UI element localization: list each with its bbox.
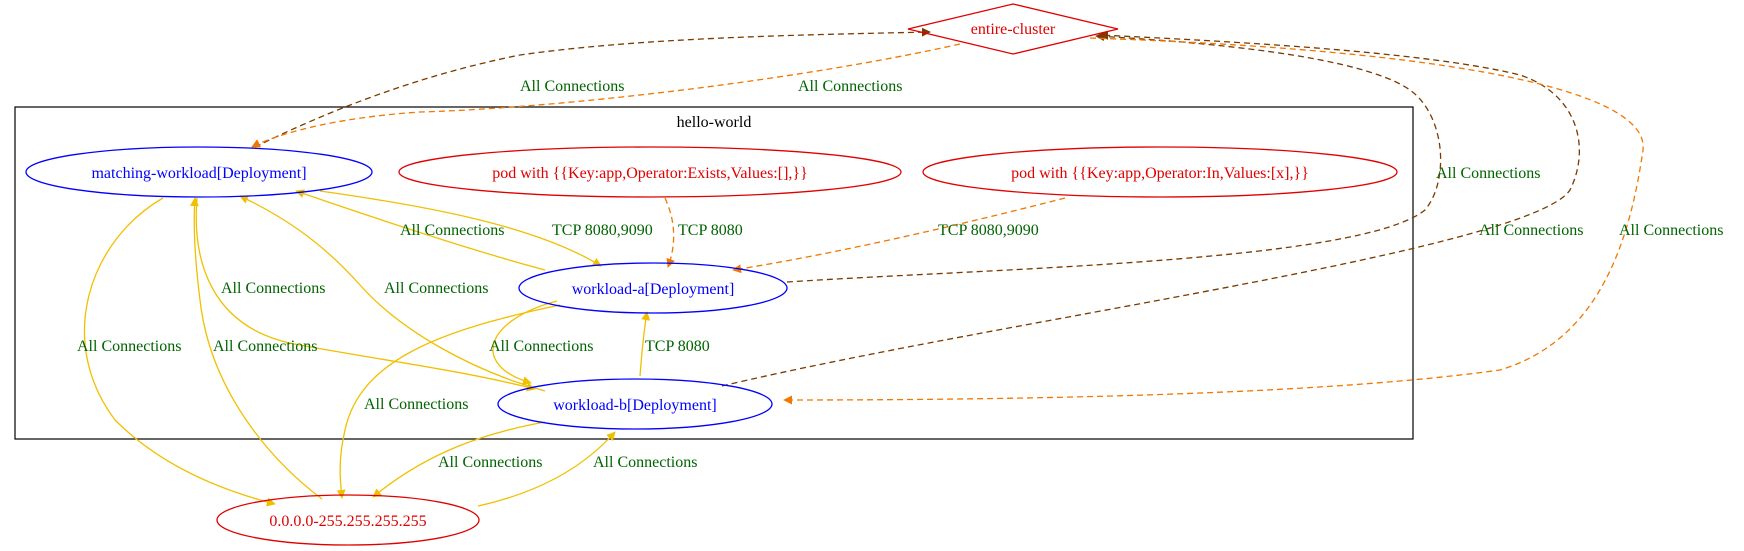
edge-pod-in-to-workload-a <box>732 197 1066 274</box>
edge-label-wa-to-mw: All Connections <box>400 222 504 239</box>
matching-workload-label: matching-workload[Deployment] <box>91 165 306 182</box>
node-workload-b[interactable]: workload-b[Deployment] <box>497 378 773 430</box>
edge-label-wb-to-mw: All Connections <box>384 280 488 297</box>
pod-exists-label: pod with {{Key:app,Operator:Exists,Value… <box>492 165 808 182</box>
workload-a-ellipse <box>518 262 788 314</box>
ip-range-ellipse <box>216 494 480 546</box>
cluster-hello-world: hello-world <box>14 106 1414 440</box>
edge-label-ip-to-mw: All Connections <box>213 338 317 355</box>
edges-from-cluster <box>251 37 1644 405</box>
edge-pod-exists-to-workload-a <box>664 197 675 268</box>
edge-matching-workload-to-entire-cluster <box>254 27 931 148</box>
edge-label-mw-to-cluster: All Connections <box>520 78 624 95</box>
workload-a-label: workload-a[Deployment] <box>572 281 735 298</box>
edge-label-wb-to-ip: All Connections <box>438 454 542 471</box>
node-entire-cluster[interactable]: entire-cluster <box>907 3 1119 55</box>
edge-matching-workload-to-ip-range <box>83 197 276 507</box>
edge-matching-workload-to-workload-b <box>195 197 536 392</box>
edge-workload-a-to-workload-b <box>492 300 558 386</box>
edge-label-mw-to-ip: All Connections <box>77 338 181 355</box>
node-pod-exists[interactable]: pod with {{Key:app,Operator:Exists,Value… <box>398 146 902 198</box>
edge-label-cluster-to-wb: All Connections <box>1619 222 1723 239</box>
edge-ip-range-to-matching-workload <box>189 197 323 500</box>
node-workload-a[interactable]: workload-a[Deployment] <box>518 262 788 314</box>
cluster-label: hello-world <box>677 114 752 131</box>
edge-label-ip-to-wb: All Connections <box>593 454 697 471</box>
edges-to-cluster <box>254 27 1581 387</box>
edge-label-wa-to-ip: All Connections <box>364 396 468 413</box>
workload-b-label: workload-b[Deployment] <box>553 397 717 414</box>
edges-internal <box>83 189 651 507</box>
matching-workload-ellipse <box>25 146 373 198</box>
edge-workload-b-to-entire-cluster <box>721 30 1581 387</box>
edge-workload-b-to-matching-workload <box>239 195 546 392</box>
entire-cluster-diamond <box>907 3 1119 55</box>
edge-label-podex-to-wa: TCP 8080 <box>678 222 743 239</box>
pod-in-ellipse <box>922 146 1398 198</box>
edge-label-cluster-to-mw: All Connections <box>798 78 902 95</box>
edge-label-wa-to-cluster: All Connections <box>1436 165 1540 182</box>
edge-workload-a-to-matching-workload <box>295 189 546 271</box>
pod-in-label: pod with {{Key:app,Operator:In,Values:[x… <box>1011 165 1309 182</box>
edge-labels: All Connections All Connections All Conn… <box>77 78 1723 471</box>
edge-label-mw-to-wa: TCP 8080,9090 <box>552 222 653 239</box>
pod-exists-ellipse <box>398 146 902 198</box>
edge-ip-range-to-workload-b <box>477 431 616 507</box>
edge-label-wb-to-cluster: All Connections <box>1479 222 1583 239</box>
workload-b-ellipse <box>497 378 773 430</box>
edge-entire-cluster-to-matching-workload <box>251 43 961 148</box>
entire-cluster-label: entire-cluster <box>971 21 1056 38</box>
node-pod-in[interactable]: pod with {{Key:app,Operator:In,Values:[x… <box>922 146 1398 198</box>
edge-label-mw-to-wb: All Connections <box>221 280 325 297</box>
ip-range-label: 0.0.0.0-255.255.255.255 <box>269 513 426 530</box>
edge-label-podin-to-wa: TCP 8080,9090 <box>938 222 1039 239</box>
edge-matching-workload-to-workload-a <box>319 190 602 267</box>
edge-label-wb-to-wa: TCP 8080 <box>645 338 710 355</box>
edge-workload-b-to-ip-range <box>372 421 546 498</box>
cluster-box <box>14 106 1414 440</box>
edge-workload-a-to-ip-range <box>336 304 561 499</box>
edge-workload-a-to-entire-cluster <box>786 31 1442 283</box>
edge-workload-b-to-workload-a <box>639 311 651 377</box>
node-ip-range[interactable]: 0.0.0.0-255.255.255.255 <box>216 494 480 546</box>
node-matching-workload[interactable]: matching-workload[Deployment] <box>25 146 373 198</box>
edge-label-wa-to-wb: All Connections <box>489 338 593 355</box>
